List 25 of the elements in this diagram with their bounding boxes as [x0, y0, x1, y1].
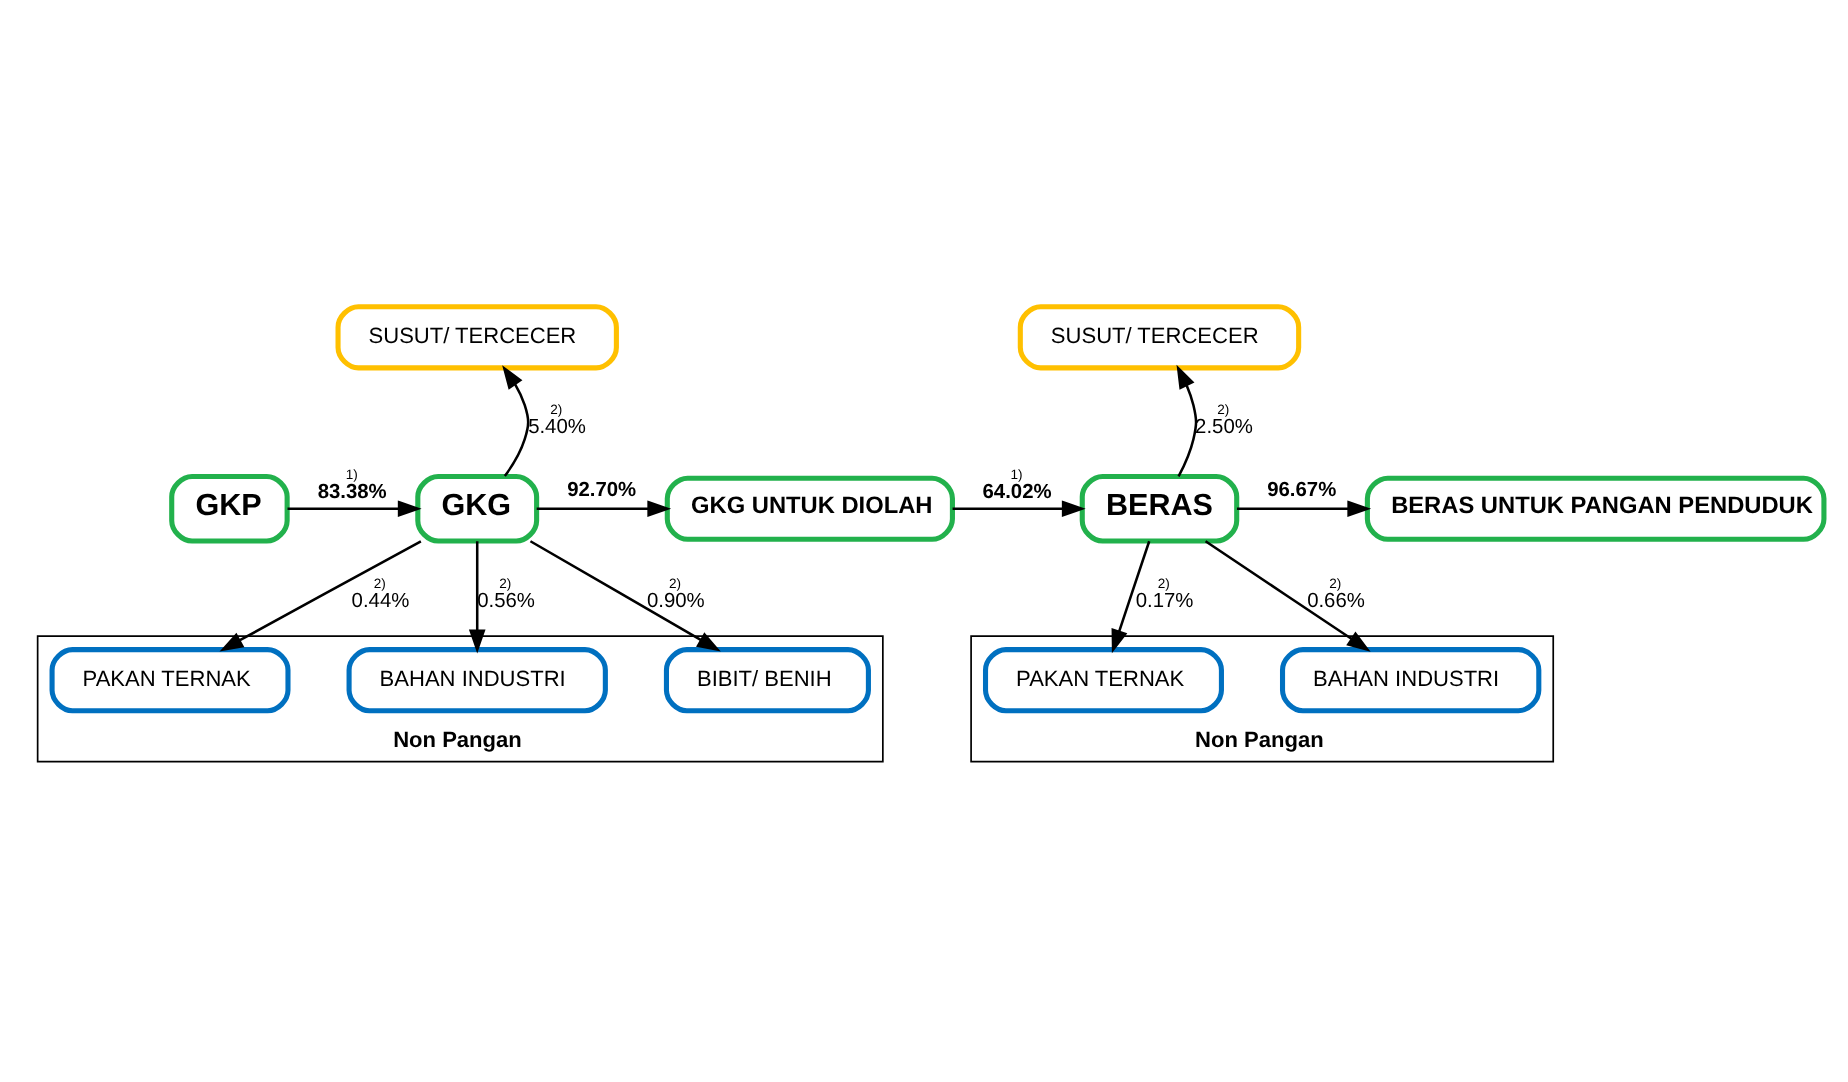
node-box: BERAS UNTUK PANGAN PENDUDUK	[1364, 475, 1827, 542]
arrow	[952, 500, 1086, 518]
node-box: SUSUT/ TERCECER	[335, 304, 619, 371]
node-box: PAKAN TERNAK	[49, 647, 291, 714]
node-box: BAHAN INDUSTRI	[1280, 647, 1542, 714]
arrow	[1176, 364, 1198, 478]
node-box: GKG	[415, 473, 540, 544]
node-box: GKG UNTUK DIOLAH	[664, 475, 955, 542]
arrow	[468, 541, 486, 654]
node-box: BERAS	[1079, 473, 1240, 544]
node-box: GKP	[169, 473, 290, 544]
node-box: PAKAN TERNAK	[982, 647, 1224, 714]
arrow	[502, 365, 530, 477]
arrow	[219, 540, 422, 652]
node-box: BAHAN INDUSTRI	[346, 647, 608, 714]
arrow	[1236, 500, 1372, 518]
node-box: BIBIT/ BENIH	[663, 647, 871, 714]
edge-label: 92.70%	[567, 480, 637, 503]
arrow	[536, 500, 672, 518]
arrow	[1111, 540, 1151, 654]
node-box: SUSUT/ TERCECER	[1017, 304, 1302, 371]
arrow	[287, 500, 422, 518]
edge-label: 96.67%	[1267, 480, 1337, 503]
arrow	[1204, 540, 1371, 652]
arrow	[529, 540, 721, 652]
